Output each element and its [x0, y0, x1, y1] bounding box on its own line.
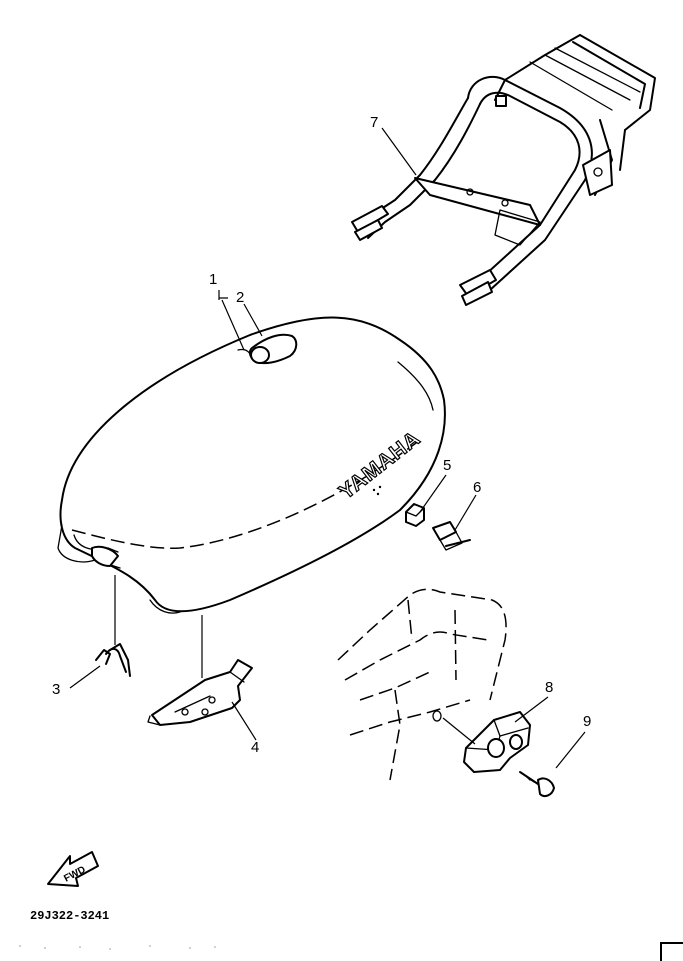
seat-hinge-bracket [147, 659, 253, 726]
corner-mark [660, 942, 683, 961]
callout-9: 9 [583, 713, 591, 730]
seat-strap [237, 333, 298, 365]
rear-carrier [351, 34, 656, 306]
callout-1: 1 [209, 271, 217, 288]
callout-6: 6 [473, 479, 481, 496]
nut [405, 503, 425, 527]
callout-5: 5 [443, 457, 451, 474]
bolt [432, 521, 471, 551]
seat-lock-bracket [463, 711, 531, 773]
drawing-code: 29J322-3241 [30, 909, 109, 923]
scan-specks [19, 945, 216, 950]
seat-assembly [57, 316, 446, 614]
seat-dots [372, 485, 382, 496]
fwd-arrow-icon: FWD [47, 851, 99, 887]
frame-section [337, 588, 507, 781]
callout-7: 7 [370, 114, 378, 131]
seat-lock-spring-clip [95, 643, 131, 677]
callout-2: 2 [236, 289, 244, 306]
leader-lines [69, 127, 586, 769]
callout-8: 8 [545, 679, 553, 696]
callout-3: 3 [52, 681, 60, 698]
callout-4: 4 [251, 739, 259, 756]
screw [519, 771, 555, 797]
